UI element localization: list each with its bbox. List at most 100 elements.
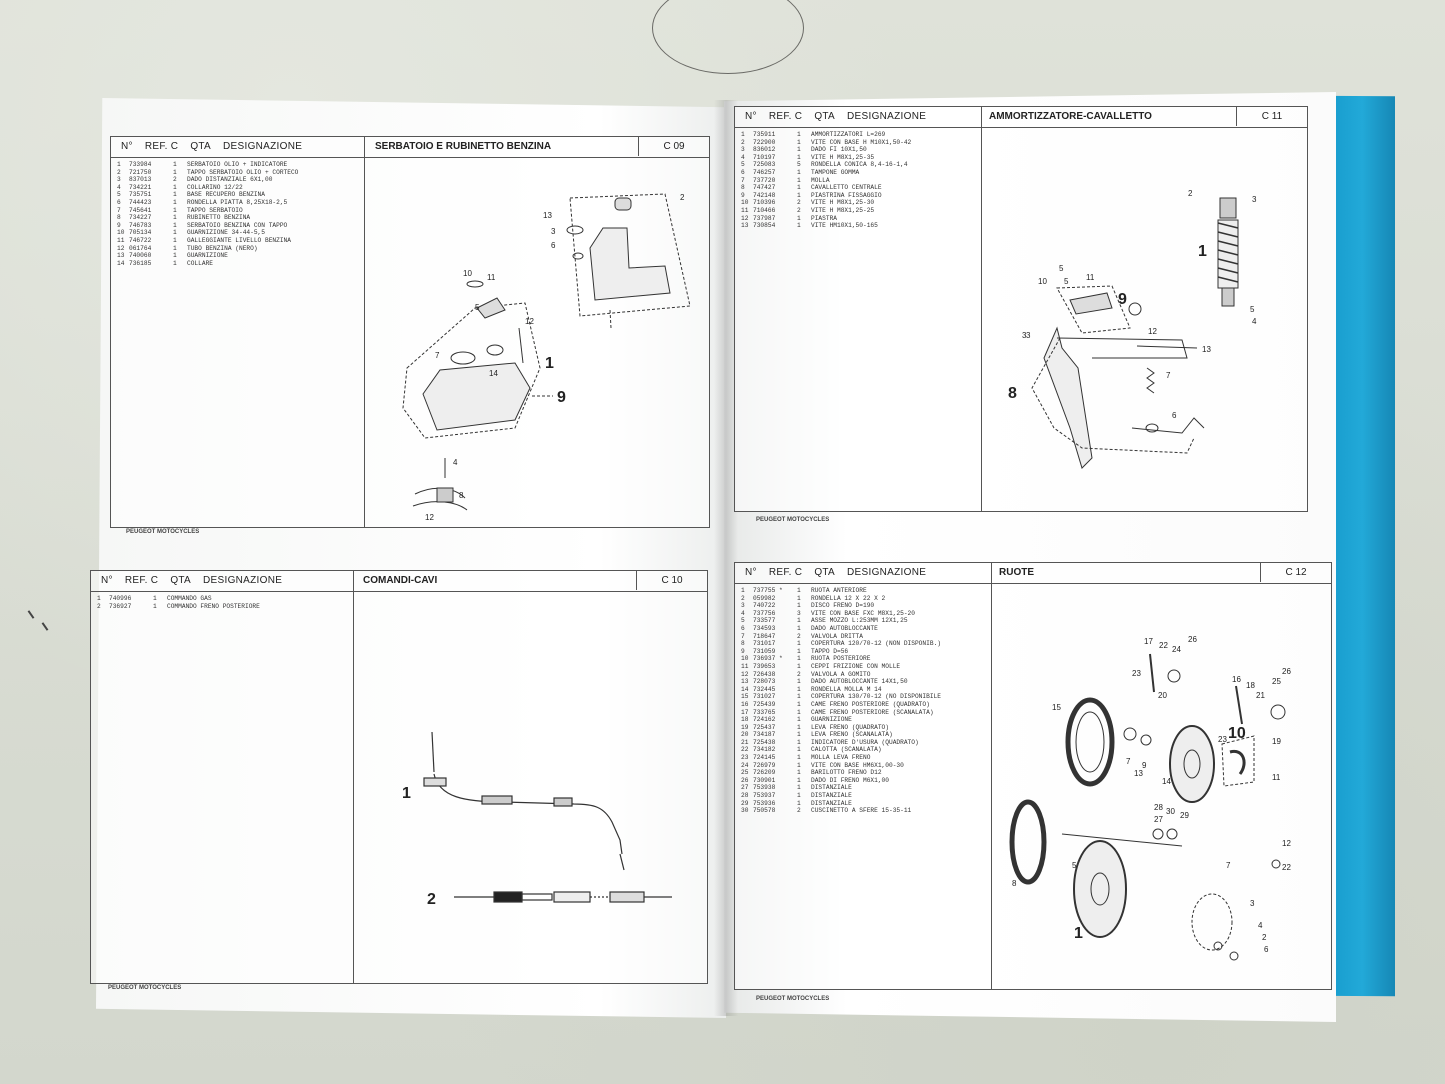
part-ref: 726438 [753, 670, 776, 678]
part-designation: LEVA FRENO (QUADRATO) [811, 723, 889, 731]
callout-label: 25 [1272, 677, 1281, 686]
panel-code: C 11 [1236, 107, 1307, 126]
col-header-designation: DESIGNAZIONE [223, 141, 303, 152]
part-designation: RONDELLA 12 X 22 X 2 [811, 594, 886, 602]
part-number: 3 [117, 176, 121, 184]
part-qty: 2 [797, 670, 801, 678]
part-qty: 1 [153, 602, 157, 610]
part-ref: 742148 [753, 191, 776, 199]
part-qty: 1 [797, 731, 801, 739]
part-qty: 1 [173, 206, 177, 214]
part-qty: 1 [797, 184, 801, 192]
callout-label: 23 [1218, 735, 1227, 744]
panel-title: COMANDI-CAVI [363, 575, 438, 586]
part-number: 14 [741, 685, 749, 693]
part-qty: 1 [173, 252, 177, 260]
part-ref: 725083 [753, 161, 776, 169]
part-designation: DADO DI FRENO M6X1,00 [811, 776, 889, 784]
part-designation: RUOTA POSTERIORE [811, 655, 871, 663]
callout-label: 7 [1126, 757, 1131, 766]
part-qty: 1 [797, 678, 801, 686]
part-designation: CUSCINETTO A SFERE 15-35-11 [811, 807, 912, 815]
callout-label: 10 [463, 269, 472, 278]
part-number: 12 [741, 214, 749, 222]
part-designation: COPERTURA 130/70-12 (NO DISPONIBILE [811, 693, 941, 701]
callout-label: 1 [545, 355, 554, 372]
part-designation: CAVALLETTO CENTRALE [811, 184, 882, 192]
part-designation: LEVA FRENO (SCANALATA) [811, 731, 893, 739]
callout-label: 5 [1072, 861, 1077, 870]
part-designation: INDICATORE D'USURA (QUADRATO) [811, 738, 919, 746]
part-qty: 1 [797, 214, 801, 222]
callout-label: 3 [1250, 899, 1255, 908]
panel-code: C 12 [1260, 563, 1331, 582]
part-designation: ASSE MOZZO L:253MM 12X1,25 [811, 617, 908, 625]
part-designation: CEPPI FRIZIONE CON MOLLE [811, 662, 901, 670]
part-number: 4 [741, 153, 745, 161]
part-ref: 725438 [753, 738, 776, 746]
exploded-diagram-shock-stand: 1 2 3 4 5 3 5 9 10 5 11 12 3 8 13 7 6 [1008, 189, 1257, 469]
part-number: 17 [741, 708, 749, 716]
part-number: 12 [117, 244, 125, 252]
part-designation: DADO DISTANZIALE 6X1,00 [187, 176, 273, 184]
part-designation: DISTANZIALE [811, 799, 852, 807]
part-designation: RONDELLA PIATTA 8,25X18-2,5 [187, 198, 288, 206]
part-ref: 718647 [753, 632, 776, 640]
callout-label: 2 [680, 193, 685, 202]
col-header-ref: REF. C [144, 141, 179, 152]
callout-label: 13 [1134, 769, 1143, 778]
part-number: 13 [117, 252, 125, 260]
part-ref: 722900 [753, 138, 776, 146]
part-qty: 1 [797, 792, 801, 800]
part-number: 30 [741, 807, 749, 815]
callout-label: 11 [1272, 773, 1281, 782]
part-designation: PIASTRINA FISSAGGIO [811, 191, 882, 199]
part-number: 8 [117, 214, 121, 222]
part-ref: 737755 * [753, 587, 783, 594]
callout-label: 28 [1154, 803, 1163, 812]
part-number: 10 [117, 229, 125, 237]
callout-label: 22 [1282, 863, 1291, 872]
part-number: 13 [741, 222, 749, 230]
part-qty: 1 [797, 153, 801, 161]
callout-label: 12 [425, 513, 434, 522]
callout-label: 6 [1172, 411, 1177, 420]
part-designation: VALVOLA A GOMITO [811, 670, 871, 678]
part-designation: VITE H M8X1,25-35 [811, 153, 875, 161]
part-ref: 734182 [753, 746, 776, 754]
part-number: 20 [741, 731, 749, 739]
part-number: 9 [741, 647, 745, 655]
part-ref: 721750 [129, 168, 152, 176]
part-number: 6 [741, 168, 745, 176]
callout-label: 10 [1038, 277, 1047, 286]
part-designation: BARILOTTO FRENO D12 [811, 769, 882, 777]
col-header-qty: QTA [814, 111, 836, 122]
part-number: 15 [741, 693, 749, 701]
part-ref: 710197 [753, 153, 776, 161]
part-qty: 1 [173, 183, 177, 191]
page-footer: PEUGEOT MOTOCYCLES [108, 985, 182, 991]
callout-label: 6 [1264, 945, 1269, 954]
part-qty: 5 [797, 161, 801, 169]
callout-label: 11 [487, 273, 496, 282]
part-designation: TAMPONE GOMMA [811, 168, 860, 176]
